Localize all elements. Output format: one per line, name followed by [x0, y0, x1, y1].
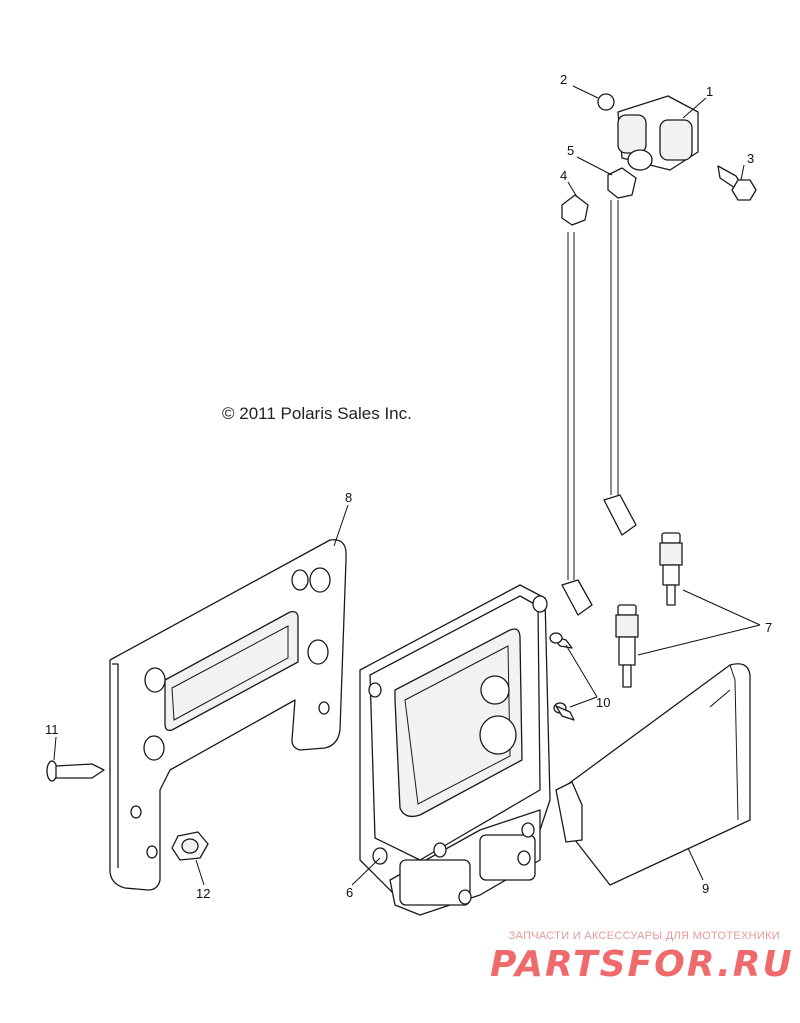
spacer: [597, 93, 615, 111]
watermark-logo: PARTSFOR.RU: [490, 944, 794, 985]
leader-lines: [53, 85, 761, 886]
callout-6: 6: [346, 885, 353, 900]
spark-plug-wire-5: [603, 167, 637, 536]
callout-7: 7: [765, 620, 772, 635]
ecu-screws: [549, 632, 575, 721]
mounting-bracket-plate: [109, 539, 347, 891]
copyright-notice: © 2011 Polaris Sales Inc.: [222, 404, 412, 423]
callout-11: 11: [45, 722, 59, 737]
spark-plug-wire-4: [561, 194, 593, 616]
watermark-tagline: ЗАПЧАСТИ И АКСЕССУАРЫ ДЛЯ МОТОТЕХНИКИ: [508, 930, 780, 942]
callout-10: 10: [596, 695, 610, 710]
callout-2: 2: [560, 72, 567, 87]
ecu-cover-panel: [555, 663, 751, 886]
callout-4: 4: [560, 168, 567, 183]
callout-labels: 1 2 3 4 5 6 7 8 9 10 11 12: [45, 72, 772, 901]
mounting-nut: [171, 831, 209, 861]
ecu-module: [359, 584, 551, 916]
mounting-pin: [46, 760, 105, 782]
callout-5: 5: [567, 143, 574, 158]
callout-3: 3: [747, 151, 754, 166]
coil-bolt: [717, 165, 757, 201]
callout-12: 12: [196, 886, 210, 901]
ignition-coil: [617, 95, 699, 171]
callout-9: 9: [702, 881, 709, 896]
spark-plugs: [615, 532, 683, 688]
callout-8: 8: [345, 490, 352, 505]
callout-1: 1: [706, 84, 713, 99]
